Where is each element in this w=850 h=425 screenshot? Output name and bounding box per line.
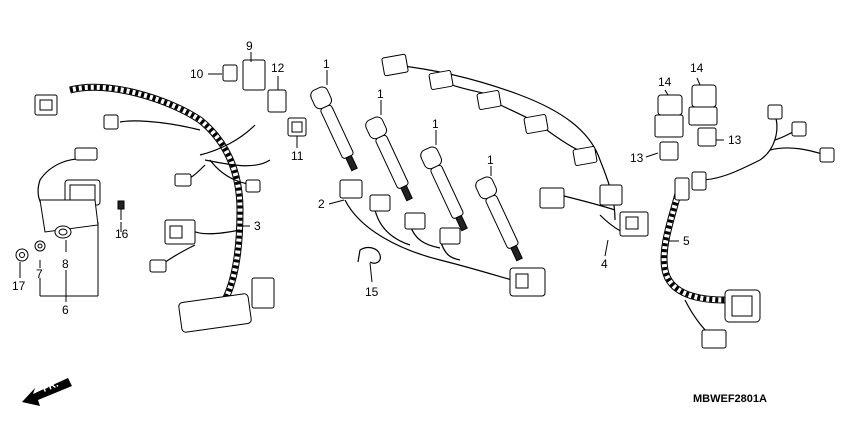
callout-14: 14 xyxy=(690,61,704,75)
sub-harness-2 xyxy=(339,179,546,297)
callout-14: 14 xyxy=(658,75,672,89)
direction-label: FR. xyxy=(41,378,60,394)
sub-harness-4 xyxy=(381,53,649,237)
callout-8: 8 xyxy=(62,257,69,271)
meter-assembly-6 xyxy=(37,147,101,233)
callout-13: 13 xyxy=(630,151,644,165)
diagram-code: MBWEF2801A xyxy=(693,393,767,405)
small-parts-top xyxy=(222,59,307,137)
callout-13: 13 xyxy=(728,133,742,147)
sub-harness-3 xyxy=(34,83,275,333)
ignition-coils-1 xyxy=(310,86,523,262)
callout-1: 1 xyxy=(487,153,494,167)
clip-15 xyxy=(357,246,381,264)
callout-6: 6 xyxy=(62,303,69,317)
callout-numbers: 1 1 1 1 2 3 4 5 6 7 8 9 10 11 12 13 13 1… xyxy=(12,39,742,317)
callout-9: 9 xyxy=(246,39,253,53)
callout-10: 10 xyxy=(190,67,204,81)
callout-15: 15 xyxy=(365,285,379,299)
callout-5: 5 xyxy=(683,234,690,248)
callout-1: 1 xyxy=(377,87,384,101)
callout-3: 3 xyxy=(254,219,261,233)
callout-2: 2 xyxy=(318,197,325,211)
leader-lines xyxy=(19,52,724,302)
relays-13-14 xyxy=(654,84,718,161)
callout-7: 7 xyxy=(36,267,43,281)
callout-12: 12 xyxy=(271,61,285,75)
callout-1: 1 xyxy=(323,57,330,71)
sub-harness-5 xyxy=(660,104,835,349)
front-direction-arrow: FR. xyxy=(22,378,72,406)
callout-16: 16 xyxy=(115,227,129,241)
callout-11: 11 xyxy=(291,149,304,163)
callout-4: 4 xyxy=(601,257,608,271)
small-parts-left xyxy=(15,200,125,262)
callout-1: 1 xyxy=(432,117,439,131)
callout-17: 17 xyxy=(12,279,26,293)
